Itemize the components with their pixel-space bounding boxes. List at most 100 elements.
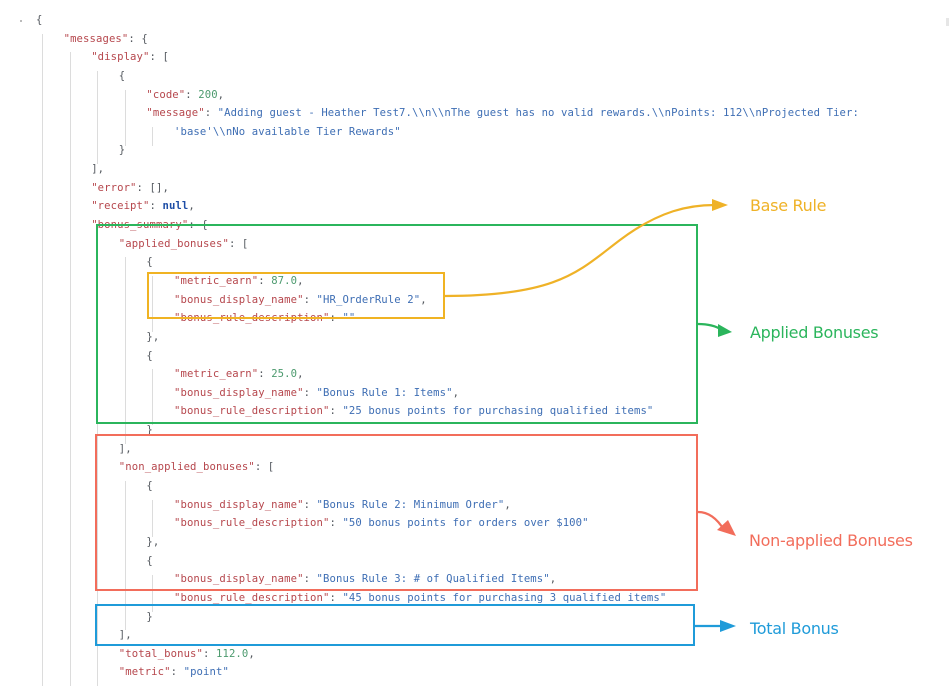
- code-line: "bonus_rule_description": "25 bonus poin…: [0, 402, 950, 421]
- json-string-value: "point": [183, 666, 229, 679]
- code-line: {: [0, 477, 950, 496]
- indent-guide: [97, 238, 99, 686]
- json-key: "bonus_rule_description": [174, 405, 330, 418]
- indent-guide: [124, 89, 126, 146]
- indent-guide: [152, 499, 154, 538]
- total-bonus-highlight-box: [95, 604, 695, 646]
- json-punctuation: ,: [297, 274, 304, 287]
- code-line: }: [0, 421, 950, 440]
- json-punctuation: :: [329, 405, 343, 418]
- json-key: "applied_bonuses": [118, 237, 229, 250]
- json-punctuation: : [: [228, 237, 249, 250]
- json-key: "receipt": [91, 200, 150, 213]
- json-punctuation: :: [170, 666, 184, 679]
- json-punctuation: ],: [118, 629, 132, 642]
- json-key: "bonus_display_name": [174, 573, 304, 586]
- json-string-value: "Bonus Rule 3: # of Qualified Items": [316, 573, 550, 586]
- code-line: "bonus_display_name": "Bonus Rule 2: Min…: [0, 496, 950, 515]
- json-punctuation: ,: [188, 200, 195, 213]
- total-bonus-arrow: [695, 620, 736, 632]
- json-key: "metric_earn": [174, 368, 259, 381]
- non-applied-bonuses-arrow: [697, 510, 736, 536]
- indent-guide: [152, 369, 154, 426]
- code-line: {: [0, 347, 950, 366]
- json-number-value: 200: [198, 88, 218, 101]
- code-line: 'base'\\nNo available Tier Rewards": [0, 123, 950, 142]
- json-punctuation: :: [303, 293, 317, 306]
- json-punctuation: :: [329, 591, 343, 604]
- json-number-value: 87.0: [271, 274, 298, 287]
- code-line: },: [0, 328, 950, 347]
- code-line: "error": [],: [0, 179, 950, 198]
- code-line: "bonus_display_name": "HR_OrderRule 2",: [0, 291, 950, 310]
- json-key: "bonus_display_name": [174, 293, 304, 306]
- scrollbar-thumb[interactable]: [946, 18, 949, 26]
- json-punctuation: ,: [504, 498, 511, 511]
- json-punctuation: :: [303, 498, 317, 511]
- code-line: "bonus_display_name": "Bonus Rule 1: Ite…: [0, 384, 950, 403]
- json-punctuation: : [: [149, 51, 169, 64]
- code-line: ],: [0, 626, 950, 645]
- code-line: "total_bonus": 112.0,: [0, 645, 950, 664]
- base-rule-label: Base Rule: [750, 196, 827, 215]
- json-punctuation: :: [258, 368, 272, 381]
- applied-bonuses-arrow: [697, 322, 732, 337]
- indent-guide: [152, 276, 154, 333]
- json-string-value: "25 bonus points for purchasing qualifie…: [342, 405, 654, 418]
- json-punctuation: ,: [217, 88, 225, 101]
- json-key: "message": [146, 107, 205, 120]
- indent-guide: [97, 70, 99, 165]
- code-line: "display": [: [0, 48, 950, 67]
- json-punctuation: :: [149, 200, 163, 213]
- code-line: {: [0, 67, 950, 86]
- json-punctuation: ,: [420, 293, 427, 306]
- json-key: "bonus_display_name": [174, 498, 304, 511]
- json-punctuation: :: [185, 88, 199, 101]
- indent-guide: [42, 33, 43, 686]
- json-punctuation: },: [146, 330, 160, 343]
- code-line: },: [0, 533, 950, 552]
- json-punctuation: :: [303, 386, 317, 399]
- json-key: "error": [91, 181, 137, 194]
- json-key: "non_applied_bonuses": [118, 461, 255, 474]
- indent-guide: [69, 52, 71, 686]
- code-line: {: [0, 552, 950, 571]
- json-punctuation: ,: [549, 573, 557, 586]
- json-key: "bonus_rule_description": [174, 591, 330, 604]
- json-string-value: "45 bonus points for purchasing 3 qualif…: [342, 591, 667, 604]
- json-code-view: {"messages": {"display": [{"code": 200,"…: [0, 11, 950, 682]
- applied-bonuses-label: Applied Bonuses: [750, 323, 879, 342]
- json-punctuation: : {: [128, 32, 148, 45]
- json-punctuation: {: [146, 349, 153, 362]
- applied-bonuses-highlight-box: [96, 224, 698, 424]
- code-line: ],: [0, 160, 950, 179]
- json-key: "display": [91, 51, 150, 64]
- code-line: "applied_bonuses": [: [0, 235, 950, 254]
- indent-guide: [152, 126, 154, 146]
- code-line: "non_applied_bonuses": [: [0, 458, 950, 477]
- code-line: }: [0, 141, 950, 160]
- code-line: "bonus_rule_description": "50 bonus poin…: [0, 514, 950, 533]
- json-key: "messages": [63, 32, 129, 45]
- json-punctuation: {: [36, 14, 43, 26]
- code-line: {: [0, 11, 950, 30]
- json-null-value: null: [162, 200, 189, 213]
- json-string-value: "HR_OrderRule 2": [316, 293, 421, 306]
- json-punctuation: {: [146, 256, 153, 269]
- code-line: "receipt": null,: [0, 197, 950, 216]
- indent-guide: [152, 574, 154, 612]
- indent-guide: [124, 257, 126, 444]
- json-punctuation: :: [329, 517, 343, 530]
- json-number-value: 112.0: [215, 647, 249, 660]
- code-line: }: [0, 608, 950, 627]
- code-line: "code": 200,: [0, 86, 950, 105]
- code-line: {: [0, 253, 950, 272]
- json-punctuation: ,: [297, 368, 304, 381]
- json-key: "bonus_display_name": [174, 386, 304, 399]
- code-line: "messages": {: [0, 30, 950, 49]
- json-punctuation: }: [118, 144, 126, 157]
- json-punctuation: :: [203, 647, 216, 660]
- json-key: "metric_earn": [174, 274, 259, 287]
- json-key: "metric": [118, 666, 171, 679]
